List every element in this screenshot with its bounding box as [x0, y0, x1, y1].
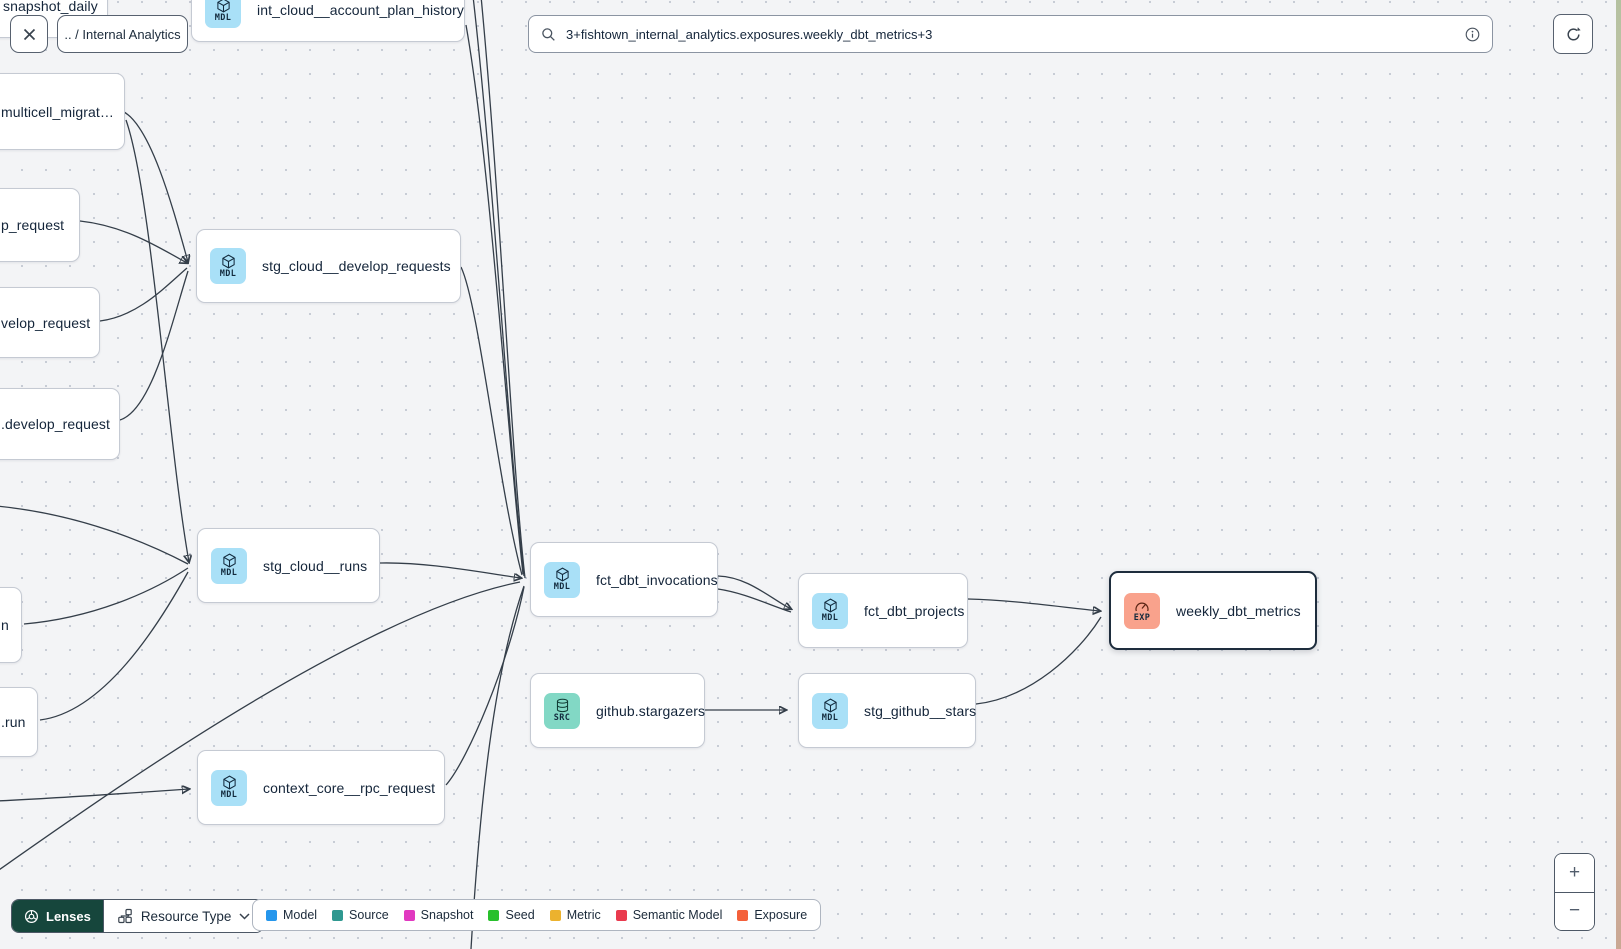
- legend-item-semantic-model: Semantic Model: [615, 908, 722, 922]
- zoom-out-button[interactable]: −: [1555, 892, 1594, 930]
- snapshot-swatch: [403, 909, 415, 921]
- cube-icon: [823, 698, 837, 713]
- graph-node-p-request[interactable]: p_request: [0, 188, 80, 262]
- breadcrumb[interactable]: .. / Internal Analytics: [57, 15, 188, 53]
- resource-type-dropdown[interactable]: Resource Type: [102, 900, 264, 932]
- node-label: fct_dbt_invocations: [596, 571, 718, 588]
- chevron-down-icon: [239, 912, 250, 920]
- model-badge: MDL: [812, 692, 848, 729]
- graph-node-stg-cloud-runs[interactable]: MDL stg_cloud__runs: [197, 528, 380, 603]
- graph-node-velop-request[interactable]: velop_request: [0, 287, 100, 358]
- node-label: .run: [1, 714, 26, 730]
- cube-icon: [555, 567, 569, 582]
- cube-icon: [823, 598, 837, 613]
- metric-swatch: [549, 909, 561, 921]
- cube-icon: [222, 553, 236, 568]
- node-label: .develop_request: [1, 416, 111, 432]
- exposure-swatch: [737, 909, 749, 921]
- graph-node-stg-cloud-develop-requests[interactable]: MDL stg_cloud__develop_requests: [196, 229, 461, 303]
- search-icon: [542, 27, 555, 41]
- graph-node-stg-github-stars[interactable]: MDL stg_github__stars: [798, 673, 976, 748]
- model-badge: MDL: [544, 561, 580, 598]
- semantic-model-swatch: [615, 909, 627, 921]
- node-label: context_core__rpc_request: [263, 779, 436, 796]
- resource-type-legend: Model Source Snapshot Seed Metric Semant…: [252, 899, 822, 931]
- lenses-label: Lenses: [46, 908, 91, 924]
- source-swatch: [332, 909, 344, 921]
- graph-node-multicell-migrat[interactable]: multicell_migrat…: [0, 73, 125, 150]
- refresh-icon: [1566, 26, 1581, 40]
- graph-node-github-stargazers[interactable]: SRC github.stargazers: [530, 673, 705, 748]
- node-label: stg_cloud__runs: [263, 557, 368, 574]
- node-label: multicell_migrat…: [1, 103, 114, 120]
- node-label: p_request: [1, 217, 65, 233]
- model-badge: MDL: [205, 0, 241, 28]
- model-swatch: [266, 909, 277, 921]
- seed-swatch: [488, 909, 500, 921]
- database-icon: [556, 698, 568, 713]
- graph-node-fct-dbt-invocations[interactable]: MDL fct_dbt_invocations: [530, 542, 718, 617]
- zoom-in-button[interactable]: +: [1555, 854, 1594, 893]
- graph-node-int-cloud-account-plan-history[interactable]: MDL int_cloud__account_plan_history: [191, 0, 465, 42]
- model-badge: MDL: [812, 592, 848, 629]
- lenses-toolbar: Lenses Resource Type: [11, 899, 265, 933]
- close-icon: [23, 28, 35, 40]
- desktop-edge-strip: [1616, 0, 1621, 949]
- node-label: fct_dbt_projects: [864, 602, 965, 619]
- node-label: github.stargazers: [596, 702, 706, 719]
- node-label: int_cloud__account_plan_history: [257, 2, 465, 18]
- node-label: n: [1, 617, 9, 633]
- graph-node-context-core-rpc-request[interactable]: MDL context_core__rpc_request: [197, 750, 445, 825]
- resource-type-icon: [118, 908, 132, 924]
- cube-icon: [216, 0, 230, 13]
- legend-item-source: Source: [332, 908, 389, 922]
- legend-item-snapshot: Snapshot: [403, 908, 473, 922]
- close-button[interactable]: [10, 15, 48, 53]
- legend-item-model: Model: [266, 908, 317, 922]
- graph-node-develop-request[interactable]: .develop_request: [0, 388, 120, 460]
- graph-node-run[interactable]: .run: [0, 687, 38, 757]
- source-badge: SRC: [544, 692, 580, 729]
- graph-node-weekly-dbt-metrics[interactable]: EXP weekly_dbt_metrics: [1109, 571, 1317, 650]
- exposure-badge: EXP: [1124, 592, 1160, 629]
- zoom-controls: + −: [1554, 853, 1595, 931]
- selector-search-input[interactable]: [566, 26, 1455, 42]
- minus-icon: −: [1568, 900, 1581, 922]
- graph-node-n[interactable]: n: [0, 587, 22, 663]
- graph-node-fct-dbt-projects[interactable]: MDL fct_dbt_projects: [798, 573, 968, 648]
- info-icon[interactable]: [1465, 27, 1480, 42]
- lenses-button[interactable]: Lenses: [12, 900, 103, 932]
- node-label: stg_github__stars: [864, 702, 977, 719]
- node-label: snapshot_daily: [3, 0, 98, 14]
- cube-icon: [221, 254, 235, 269]
- refresh-button[interactable]: [1553, 14, 1593, 54]
- breadcrumb-label: .. / Internal Analytics: [64, 26, 181, 42]
- model-badge: MDL: [210, 248, 246, 284]
- legend-item-metric: Metric: [549, 908, 601, 922]
- legend-item-exposure: Exposure: [737, 908, 807, 922]
- node-label: velop_request: [1, 314, 91, 331]
- resource-type-label: Resource Type: [140, 908, 232, 924]
- selector-search-bar: [528, 15, 1493, 53]
- plus-icon: +: [1568, 861, 1581, 883]
- node-label: weekly_dbt_metrics: [1176, 602, 1301, 619]
- legend-item-seed: Seed: [488, 908, 535, 922]
- model-badge: MDL: [211, 769, 247, 806]
- cube-icon: [222, 775, 236, 790]
- gauge-icon: [1135, 602, 1149, 611]
- model-badge: MDL: [211, 547, 247, 584]
- node-label: stg_cloud__develop_requests: [262, 258, 451, 274]
- lens-icon: [24, 909, 39, 923]
